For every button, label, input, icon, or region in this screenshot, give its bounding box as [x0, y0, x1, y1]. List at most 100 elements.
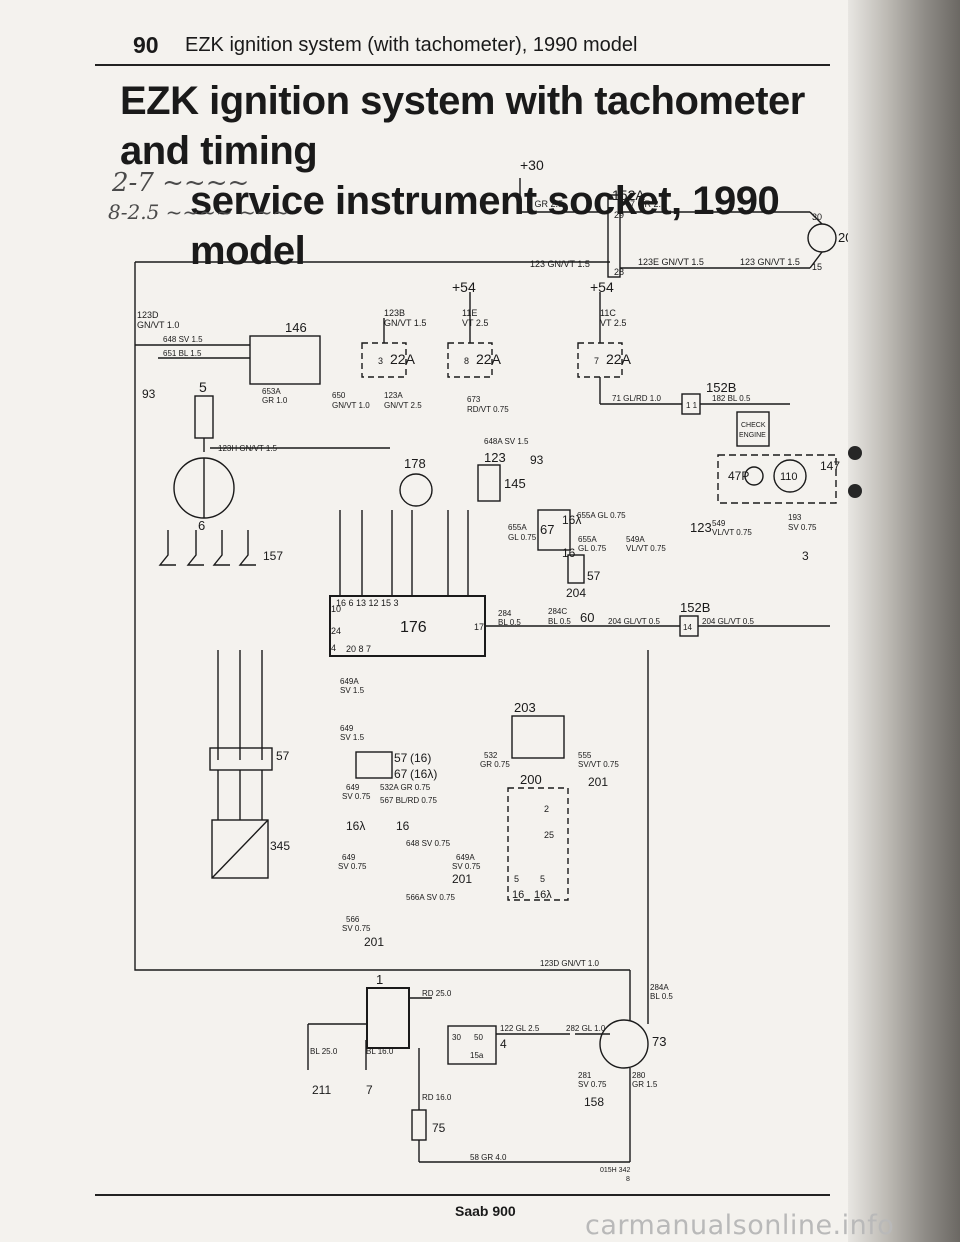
label-l16e: 16	[512, 889, 524, 901]
label-wrd25: RD 25.0	[422, 989, 452, 998]
label-w123a2: 123A	[384, 391, 403, 400]
handwritten-note-2: 8-2.5 ~~~~ ~~~	[108, 200, 290, 224]
label-c47p: 47P	[728, 469, 749, 483]
label-p57: 57	[587, 569, 601, 583]
label-w650b: GN/VT 1.0	[332, 401, 370, 410]
label-w648a: 648A SV 1.5	[484, 437, 529, 446]
page-title-line-2: service instrument socket, 1990 model	[190, 179, 780, 273]
label-p2: 2	[544, 804, 549, 814]
label-wbl25: BL 25.0	[310, 1047, 338, 1056]
label-p17: 17	[474, 622, 484, 632]
label-w549b: VL/VT 0.75	[712, 528, 752, 537]
frame-wire-left	[134, 262, 630, 971]
footer-rule	[95, 1194, 830, 1196]
label-c211: 211	[312, 1083, 331, 1097]
connector-67	[537, 509, 571, 551]
label-c145: 145	[504, 476, 526, 491]
binder-hole-1	[848, 446, 862, 460]
tachometer-110	[773, 459, 807, 493]
label-w123e: 123E GN/VT 1.5	[638, 257, 704, 267]
label-c60: 60	[580, 610, 594, 625]
module-345	[211, 819, 269, 879]
label-c7: 7	[366, 1083, 373, 1097]
label-p15c: 15a	[470, 1051, 484, 1060]
label-w11c2: VT 2.5	[600, 318, 626, 328]
label-w555b: SV/VT 0.75	[578, 760, 619, 769]
label-w649a: 649A	[340, 677, 359, 686]
label-relay-3: 22A	[606, 351, 632, 367]
lamp-47p	[744, 466, 764, 486]
footer-brand: Saab 900	[455, 1203, 516, 1219]
label-w555: 555	[578, 751, 592, 760]
label-relay-1: 22A	[390, 351, 416, 367]
fuse-20	[807, 223, 837, 253]
label-relay-2: 22A	[476, 351, 502, 367]
label-c176: 176	[400, 619, 427, 636]
wire-fuse-bottom	[809, 251, 823, 269]
label-w71: 71 GL/RD 1.0	[612, 394, 661, 403]
label-c6: 6	[198, 518, 205, 533]
label-w11c: 11C	[600, 308, 616, 318]
label-w7a: 7 GR 2.5	[527, 199, 563, 209]
label-w182: 182 BL 0.5	[712, 394, 751, 403]
label-p57b: 57	[394, 751, 408, 765]
label-w281b: SV 0.75	[578, 1080, 607, 1089]
label-c146: 146	[285, 320, 307, 335]
page-header: 90 EZK ignition system (with tachometer)…	[95, 22, 830, 66]
ignition-switch-4	[447, 1025, 497, 1065]
label-plus54a: +54	[452, 279, 476, 295]
label-l16b: 16	[562, 546, 576, 560]
label-p14: 14	[683, 623, 692, 632]
label-w655a3: GL 0.75	[508, 533, 537, 542]
spark-plug-3	[212, 530, 230, 566]
label-c203: 203	[514, 700, 536, 715]
switch-203	[511, 715, 565, 759]
label-c5: 5	[199, 379, 207, 395]
label-w123a: 123 GN/VT 1.5	[530, 259, 590, 269]
label-w655a: 655A GL 0.75	[577, 511, 626, 520]
label-w532b: GR 0.75	[480, 760, 510, 769]
label-w649g: 649A	[456, 853, 475, 862]
label-p15: 15	[812, 262, 822, 272]
fuse-75	[411, 1109, 427, 1141]
label-p123b: 123	[690, 520, 712, 535]
label-c201c: 201	[364, 935, 384, 949]
handwritten-note-1: 2-7 ~~~~	[112, 168, 250, 198]
label-w532a: 532A GR 0.75	[380, 783, 431, 792]
label-w123b: 123 GN/VT 1.5	[740, 257, 800, 267]
label-w566b: SV 0.75	[342, 924, 371, 933]
label-w649f: SV 0.75	[338, 862, 367, 871]
label-p5a: 5	[514, 874, 519, 884]
label-ign2: (16λ)	[410, 767, 437, 781]
diagram-labels: +30 7 GR 2.5 7 GR 2.5 152A 29 28 30 15 2…	[137, 157, 852, 1183]
label-w123b2: 123B	[384, 308, 405, 318]
label-c4: 4	[500, 1037, 507, 1051]
label-w655a4: 655A	[578, 535, 597, 544]
label-c200: 200	[520, 772, 542, 787]
label-p11: 1 1	[686, 401, 698, 410]
label-w549a: 549A	[626, 535, 645, 544]
label-w648b: 648 SV 0.75	[406, 839, 451, 848]
label-w284: 284	[498, 609, 512, 618]
label-w673: 673	[467, 395, 481, 404]
label-w58: 58 GR 4.0	[470, 1153, 507, 1162]
label-w11e: 11E	[462, 308, 477, 318]
watermark: carmanualsonline.info	[585, 1210, 895, 1241]
label-c57: 57	[276, 749, 290, 763]
connector-57-left	[209, 747, 273, 771]
label-w123a3: GN/VT 2.5	[384, 401, 422, 410]
label-plus54b: +54	[590, 279, 614, 295]
label-c158: 158	[584, 1095, 604, 1109]
label-w655a2: 655A	[508, 523, 527, 532]
diagnostic-socket-73	[599, 1019, 649, 1069]
label-p29: 29	[614, 210, 624, 220]
label-relay-1-num: 3	[378, 356, 383, 366]
label-wrd16: RD 16.0	[422, 1093, 452, 1102]
label-w673b: RD/VT 0.75	[467, 405, 509, 414]
label-p30b: 30	[812, 212, 822, 222]
label-w122: 122 GL 2.5	[500, 1024, 540, 1033]
label-w193: 193	[788, 513, 802, 522]
instrument-cluster-147	[717, 454, 837, 504]
label-code: 015H 342	[600, 1167, 630, 1174]
label-p25: 25	[544, 830, 554, 840]
